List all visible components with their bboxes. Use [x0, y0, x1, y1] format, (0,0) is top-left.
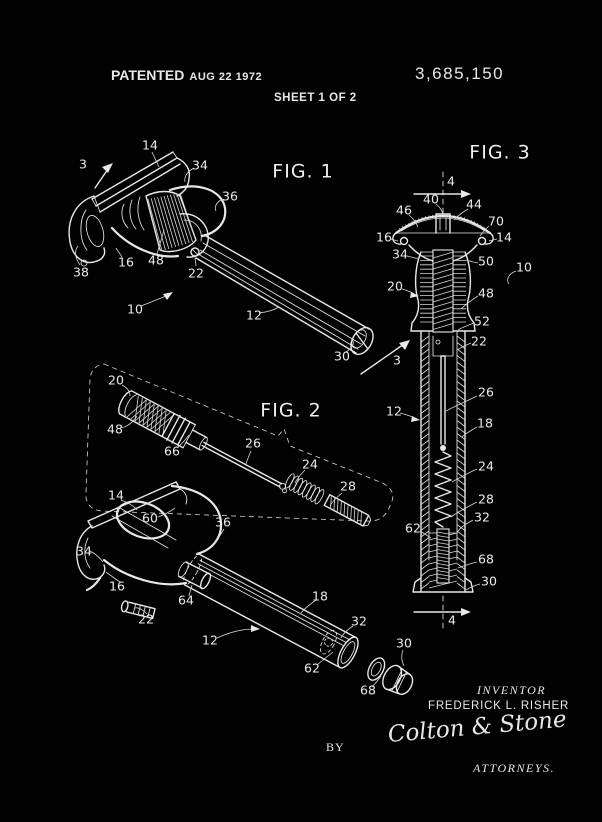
fig3-label-52-12: 52	[474, 314, 490, 329]
patented-label: PATENTED	[111, 67, 185, 83]
fig2-spring	[284, 473, 325, 505]
fig3-label-34-7: 34	[392, 247, 408, 262]
fig3-label-44-2: 44	[466, 197, 482, 212]
fig2-label-36-8: 36	[215, 515, 231, 530]
fig1-label-12-9: 12	[246, 308, 262, 323]
fig2-label-32-15: 32	[351, 614, 367, 629]
patent-number: 3,685,150	[415, 64, 505, 83]
fig3-label-22-13: 22	[471, 334, 487, 349]
attorneys-label: ATTORNEYS.	[473, 761, 556, 775]
inventor-name: FREDERICK L. RISHER	[428, 700, 570, 712]
fig3-label-48-11: 48	[478, 286, 494, 301]
fig2-label-48-1: 48	[107, 422, 123, 437]
fig3-label-10-9: 10	[516, 260, 532, 275]
fig3-label-18-16: 18	[477, 416, 493, 431]
patent-date: AUG 22 1972	[189, 71, 263, 83]
fig2-label-34-9: 34	[76, 544, 92, 559]
fig1-label-30-10: 30	[334, 349, 350, 364]
fig3-column-hatch	[432, 251, 454, 330]
fig1-label-10-8: 10	[127, 302, 143, 317]
fig1-label-48-6: 48	[148, 253, 164, 268]
fig2-stud-threads	[330, 496, 362, 525]
sheet-label: SHEET 1 OF 2	[274, 92, 357, 104]
fig2-title: FIG. 2	[260, 400, 321, 422]
fig3-label-32-19: 32	[474, 510, 490, 525]
fig3-label-28-18: 28	[478, 492, 494, 507]
fig3-label-20-10: 20	[387, 279, 403, 294]
fig2-label-68-17: 68	[360, 683, 376, 698]
fig3-label-50-8: 50	[478, 254, 494, 269]
fig2-label-30-18: 30	[396, 636, 412, 651]
fig1-label-22-7: 22	[188, 266, 204, 281]
fig2-label-66-2: 66	[164, 444, 180, 459]
fig3-label-4-23: 4	[448, 613, 456, 628]
fig1-label-36-3: 36	[222, 189, 238, 204]
fig1-label-3-11: 3	[393, 353, 401, 368]
fig3-label-62-20: 62	[405, 521, 421, 536]
fig1-collar-hatch	[147, 192, 197, 252]
fig2-label-18-14: 18	[312, 589, 328, 604]
fig2-label-26-3: 26	[245, 436, 261, 451]
fig3-label-40-1: 40	[423, 192, 439, 207]
fig3-label-70-4: 70	[488, 214, 504, 229]
fig2-knurl	[126, 395, 175, 436]
inventor-label: INVENTOR	[477, 683, 547, 697]
fig1-label-16-5: 16	[118, 255, 134, 270]
fig1-label-34-2: 34	[192, 158, 208, 173]
fig3-label-46-3: 46	[396, 203, 412, 218]
fig3-label-30-22: 30	[481, 574, 497, 589]
fig2-label-28-5: 28	[340, 479, 356, 494]
fig3-title: FIG. 3	[469, 142, 530, 164]
by-label: BY	[326, 740, 345, 754]
fig3-label-24-17: 24	[478, 459, 494, 474]
fig2-label-60-7: 60	[142, 511, 158, 526]
fig2-label-12-13: 12	[202, 633, 218, 648]
fig3-label-14-6: 14	[496, 230, 512, 245]
fig3-label-12-15: 12	[386, 404, 402, 419]
fig2-drawing	[76, 363, 414, 696]
fig3-label-26-14: 26	[478, 385, 494, 400]
fig3-stud-threads	[436, 531, 450, 580]
fig2-label-62-16: 62	[304, 661, 320, 676]
fig3-label-16-5: 16	[376, 230, 392, 245]
fig1-label-38-4: 38	[73, 265, 89, 280]
fig2-label-20-0: 20	[108, 373, 124, 388]
fig1-drawing	[68, 151, 410, 375]
fig2-part-labels: 20 48 66 26 24 28 14 60 36 34 16 64 22 12 18 32 62 68 30	[76, 373, 412, 698]
patent-header: PATENTED AUG 22 1972	[111, 67, 262, 83]
fig2-label-14-6: 14	[108, 488, 124, 503]
fig2-label-24-4: 24	[302, 457, 318, 472]
fig3-label-4-0: 4	[447, 174, 455, 189]
fig2-label-16-10: 16	[109, 579, 125, 594]
fig3-drawing	[389, 171, 517, 631]
fig1-title: FIG. 1	[272, 161, 333, 183]
fig3-label-68-21: 68	[478, 552, 494, 567]
fig1-label-14-1: 14	[142, 138, 158, 153]
fig2-label-64-11: 64	[178, 593, 194, 608]
fig2-label-22-12: 22	[138, 612, 154, 627]
fig1-part-labels: 3 14 34 36 38 16 48 22 10 12 30 3	[73, 138, 401, 368]
fig3-wall-hatch	[420, 335, 466, 590]
fig1-label-3-0: 3	[79, 157, 87, 172]
